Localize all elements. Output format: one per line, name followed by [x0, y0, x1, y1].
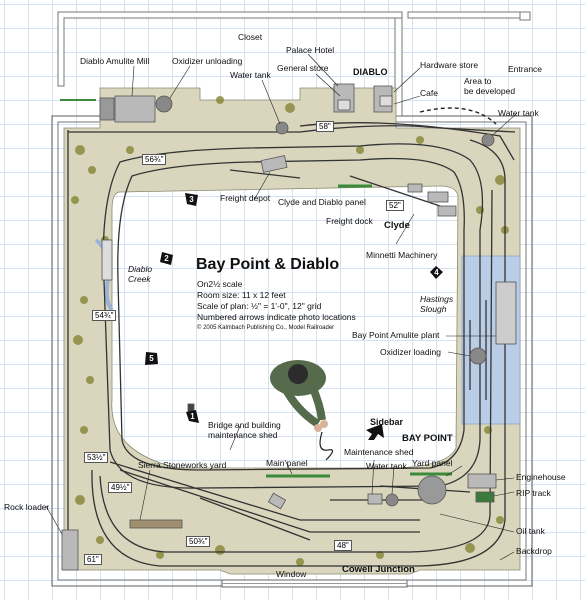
elevation-49-5: 49½"	[108, 482, 133, 493]
photo-arrow-5-number: 5	[149, 354, 154, 363]
label-backdrop: Backdrop	[516, 546, 552, 556]
elevation-53-5: 53½"	[84, 452, 109, 463]
leader-lines	[45, 53, 517, 561]
label-sidebar: Sidebar	[370, 417, 404, 427]
label-window: Window	[276, 569, 307, 579]
label-water-tank-right: Water tank	[498, 108, 539, 118]
elevation-61: 61"	[84, 554, 102, 565]
label-hastings-slough: Hastings Slough	[420, 294, 454, 314]
label-water-tank-bottom: Water tank	[366, 461, 407, 471]
label-area-to-be-developed: Area to be developed	[464, 76, 516, 96]
elevation-48: 48"	[334, 540, 352, 551]
photo-arrow-5: 5	[145, 352, 158, 365]
info-scale: On2½ scale	[197, 279, 243, 289]
label-diablo-creek: Diablo Creek	[128, 264, 153, 284]
photo-arrow-3: 3	[185, 193, 198, 206]
photo-arrow-4: 4	[430, 266, 443, 279]
copyright-notice: © 2005 Kalmbach Publishing Co., Model Ra…	[197, 325, 335, 331]
label-enginehouse: Enginehouse	[516, 472, 566, 482]
elevation-54-75: 54¾"	[92, 310, 117, 321]
label-freight-depot: Freight depot	[220, 193, 271, 203]
label-closet: Closet	[238, 32, 263, 42]
label-clyde-town: Clyde	[384, 220, 410, 231]
label-bay-point-amulite-plant: Bay Point Amulite plant	[352, 330, 440, 340]
track	[67, 122, 516, 567]
elevation-58: 58"	[316, 121, 334, 132]
photo-arrow-1: 1	[186, 410, 199, 423]
structures	[61, 83, 517, 571]
label-maintenance-shed: Maintenance shed	[344, 447, 414, 457]
label-entrance: Entrance	[508, 64, 543, 74]
label-rock-loader: Rock loader	[4, 502, 50, 512]
operator-figure	[270, 360, 334, 461]
photo-arrow-4-number: 4	[434, 268, 439, 277]
elevation-56-75: 56¾"	[142, 154, 167, 165]
label-hardware-store: Hardware store	[420, 60, 479, 70]
elevation-52: 52"	[386, 200, 404, 211]
elevation-50-75: 50¾"	[186, 536, 211, 547]
label-clyde-diablo-panel: Clyde and Diablo panel	[278, 197, 366, 207]
diagram-info: On2½ scale Room size: 11 x 12 feet Scale…	[197, 279, 356, 334]
label-cowell-junction: Cowell Junction	[342, 564, 415, 575]
label-oil-tank: Oil tank	[516, 526, 545, 536]
info-room-size: Room size: 11 x 12 feet	[197, 290, 286, 300]
label-main-panel: Main panel	[266, 458, 308, 468]
label-diablo-amulite-mill: Diablo Amulite Mill	[80, 56, 150, 66]
sidebar-arrow	[366, 424, 384, 440]
photo-arrow-2: 2	[160, 252, 173, 265]
label-bridge-maintenance-shed: Bridge and building maintenance shed	[208, 420, 281, 440]
label-sierra-stoneworks-yard: Sierra Stoneworks yard	[138, 460, 227, 470]
diagram-title: Bay Point & Diablo	[196, 256, 340, 273]
label-bay-point-town: BAY POINT	[402, 433, 453, 444]
photo-arrow-1-number: 1	[190, 412, 195, 421]
label-general-store: General store	[277, 63, 329, 73]
info-arrows-note: Numbered arrows indicate photo locations	[197, 312, 356, 322]
label-oxidizer-loading: Oxidizer loading	[380, 347, 441, 357]
area-to-be-developed-track	[419, 107, 497, 125]
label-oxidizer-unloading: Oxidizer unloading	[172, 56, 243, 66]
label-rip-track: RIP track	[516, 488, 551, 498]
photo-arrow-3-number: 3	[189, 195, 194, 204]
label-palace-hotel: Palace Hotel	[286, 45, 335, 55]
label-yard-panel: Yard panel	[412, 458, 453, 468]
label-cafe: Cafe	[420, 88, 438, 98]
info-plan-scale: Scale of plan: ½" = 1'-0", 12" grid	[197, 301, 322, 311]
photo-arrow-2-number: 2	[164, 254, 169, 263]
label-diablo-town: DIABLO	[353, 67, 388, 77]
label-water-tank-top: Water tank	[230, 70, 271, 80]
label-freight-dock: Freight dock	[326, 216, 373, 226]
label-minnetti-machinery: Minnetti Machinery	[366, 250, 438, 260]
